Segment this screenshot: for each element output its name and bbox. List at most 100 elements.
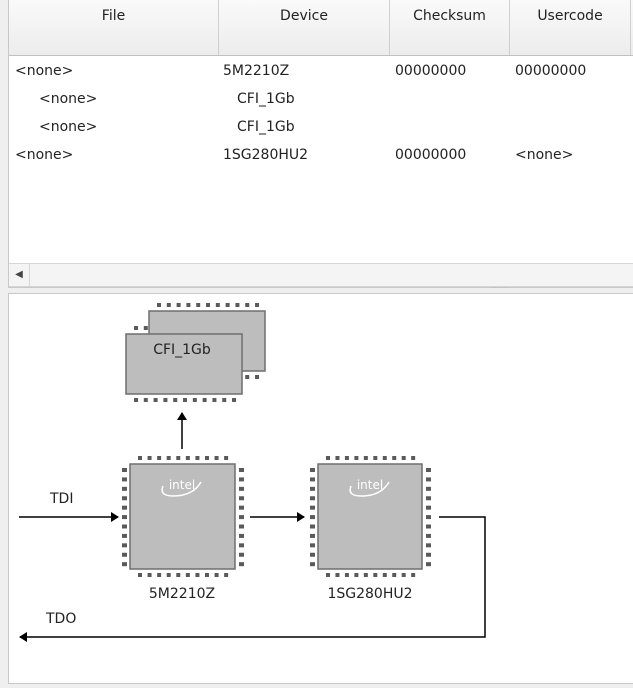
pin [138, 573, 142, 577]
column-header-usercode[interactable]: Usercode [510, 0, 631, 55]
pin [239, 468, 244, 472]
pin [195, 456, 200, 460]
pin [163, 398, 168, 402]
pin [122, 496, 127, 501]
pin [354, 456, 359, 460]
pin [147, 573, 152, 577]
file-cell: <none> [15, 147, 74, 163]
pin [122, 533, 127, 538]
pin [382, 456, 387, 460]
pin [344, 573, 349, 577]
pin [401, 456, 406, 460]
scroll-left-arrow-icon[interactable]: ◀ [9, 264, 30, 286]
pin [166, 303, 171, 307]
pin [176, 573, 181, 577]
svg-text:intel: intel [357, 478, 383, 492]
pin [166, 573, 171, 577]
table-header: File Device Checksum Usercode [9, 0, 633, 56]
jtag-chain-diagram: CFI_1Gb intel 5M2210Z intel 1SG280HU2 TD… [8, 293, 633, 684]
pin [392, 573, 397, 577]
pin [426, 505, 431, 510]
pin [239, 533, 244, 538]
intel-logo-icon: intel [161, 478, 202, 497]
chip-1sg280hu2[interactable]: intel 1SG280HU2 [317, 463, 423, 602]
table-row[interactable]: <none> CFI_1Gb [9, 85, 633, 113]
pin [214, 456, 219, 460]
pin [224, 573, 229, 577]
column-header-device[interactable]: Device [219, 0, 390, 55]
pin [255, 303, 260, 307]
chip-5m2210z[interactable]: intel 5M2210Z [129, 463, 236, 602]
horizontal-scrollbar[interactable]: ◀ [9, 263, 633, 287]
pin [202, 398, 207, 402]
pin [235, 303, 240, 307]
pin [310, 533, 315, 538]
pin [176, 303, 181, 307]
pin [392, 456, 397, 460]
pin [310, 468, 315, 472]
pin [122, 524, 127, 529]
tdi-label: TDI [49, 491, 73, 507]
pin [411, 573, 416, 577]
column-header-file[interactable]: File [9, 0, 219, 55]
pin [212, 398, 217, 402]
pin [157, 303, 161, 307]
chain-canvas: CFI_1Gb intel 5M2210Z intel 1SG280HU2 TD… [19, 303, 486, 642]
pin [426, 552, 431, 557]
pin [401, 573, 406, 577]
pin [122, 515, 127, 520]
pin [426, 533, 431, 538]
pin [143, 326, 148, 330]
pin [222, 398, 227, 402]
svg-text:intel: intel [169, 478, 195, 492]
flash-label: CFI_1Gb [153, 342, 211, 358]
pin [134, 398, 138, 402]
pin [239, 543, 244, 548]
pin [373, 573, 378, 577]
pin [239, 486, 244, 491]
pin [310, 552, 315, 557]
pin [157, 456, 162, 460]
pin [373, 456, 378, 460]
pin [335, 573, 340, 577]
device-table: File Device Checksum Usercode <none> 5M22… [8, 0, 633, 288]
tdo-label: TDO [45, 611, 76, 627]
file-cell: <none> [39, 119, 98, 135]
pin [153, 398, 158, 402]
pin [310, 486, 315, 491]
pin [239, 552, 244, 557]
pin [310, 543, 315, 548]
column-header-checksum[interactable]: Checksum [390, 0, 510, 55]
splitter-handle[interactable]: ······ [491, 285, 509, 292]
pin [363, 456, 368, 460]
pin [310, 524, 315, 529]
pin [245, 375, 250, 379]
pin [147, 456, 152, 460]
pin [426, 486, 431, 491]
pin [354, 573, 359, 577]
flash-device-front[interactable]: CFI_1Gb [125, 333, 243, 395]
pin [195, 573, 200, 577]
file-cell: <none> [15, 63, 74, 79]
pin [186, 303, 191, 307]
pin [134, 326, 138, 330]
device-cell: 5M2210Z [223, 63, 290, 79]
intel-logo-icon: intel [349, 478, 390, 497]
pin [183, 398, 188, 402]
device-cell: CFI_1Gb [237, 119, 295, 135]
pin [335, 456, 340, 460]
pin [122, 562, 127, 567]
tdo-arrow [19, 516, 486, 642]
pin [185, 573, 190, 577]
file-cell: <none> [39, 91, 98, 107]
pin [239, 524, 244, 529]
pin [310, 515, 315, 520]
pin [166, 456, 171, 460]
pin [122, 468, 127, 472]
device-cell: CFI_1Gb [237, 91, 295, 107]
pin [239, 505, 244, 510]
pin [143, 398, 148, 402]
table-row[interactable]: <none> CFI_1Gb [9, 113, 633, 141]
